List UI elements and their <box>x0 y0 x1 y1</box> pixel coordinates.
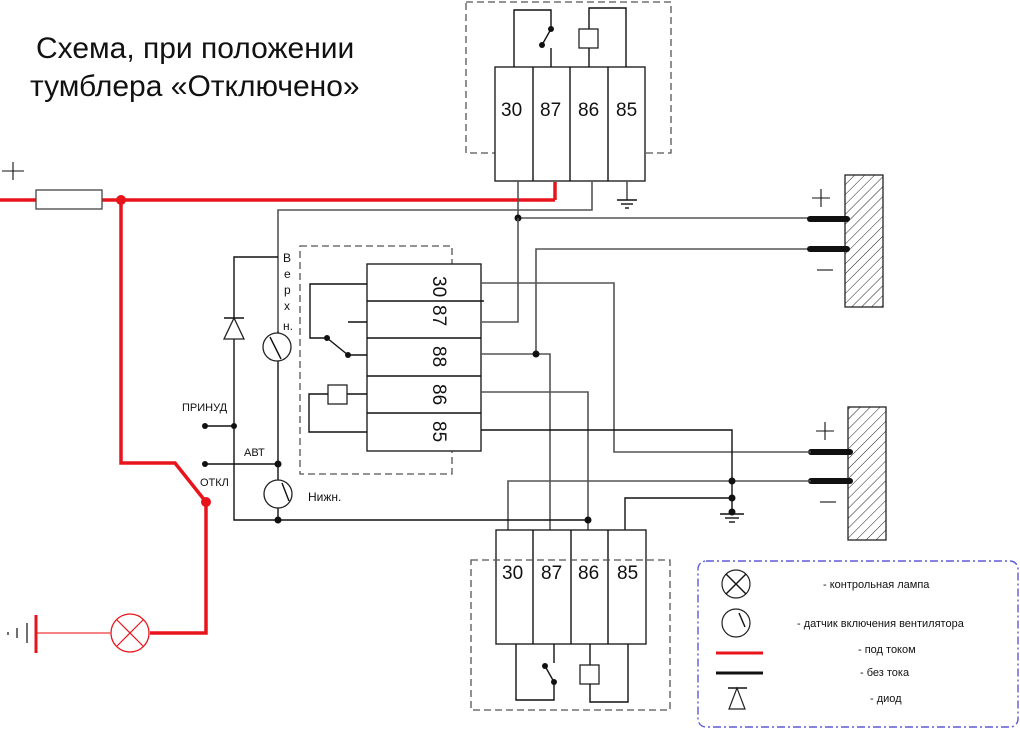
wire-mid-86 <box>481 391 589 530</box>
legend-text-sensor: - датчик включения вентилятора <box>797 618 965 630</box>
lower-sensor-label: Нижн. <box>308 490 341 504</box>
ground-icon-mid <box>720 513 744 523</box>
wire-fan2-minus <box>507 480 811 530</box>
relay-top-pin-30: 30 <box>501 100 522 121</box>
legend-box <box>697 560 1019 728</box>
wire-diode-loop <box>233 256 588 521</box>
junction <box>532 350 540 358</box>
upper-sensor-label-5: н. <box>283 319 293 333</box>
diode-icon <box>222 316 246 340</box>
relay-middle-pin-86: 86 <box>428 384 449 405</box>
plus-sign-supply <box>2 162 24 180</box>
title-line-2: тумблера «Отключено» <box>30 70 360 103</box>
upper-sensor-label-3: р <box>284 283 291 297</box>
relay-bottom <box>495 529 647 703</box>
upper-sensor-label-1: В <box>283 251 291 265</box>
upper-sensor-label-2: е <box>284 267 291 281</box>
junction <box>231 423 237 429</box>
relay-middle <box>308 263 484 452</box>
wire-mid-85-ground <box>481 429 733 515</box>
junction <box>274 460 282 468</box>
fan-sensor-lower-icon <box>263 479 293 509</box>
wire-mid-87 <box>482 218 519 323</box>
wire-bottom-85-ground <box>624 497 732 530</box>
junction <box>274 516 282 524</box>
relay-middle-pin-87: 87 <box>428 305 449 326</box>
relay-bottom-pin-85: 85 <box>617 563 638 584</box>
fan-1-plus-sign <box>812 189 830 207</box>
ground-icon-top <box>617 199 637 209</box>
junction <box>728 477 736 485</box>
control-lamp-icon <box>110 613 150 653</box>
fan-motor-2 <box>847 406 887 541</box>
relay-bottom-enclosure <box>470 559 671 711</box>
legend-diode-icon <box>728 686 747 710</box>
fan-sensor-upper-icon <box>262 332 292 362</box>
relay-middle-pin-30: 30 <box>428 276 449 297</box>
legend-fan-sensor-icon <box>721 608 751 638</box>
wire-fan1-minus <box>535 248 810 354</box>
relay-bottom-pin-30: 30 <box>502 563 523 584</box>
upper-sensor-label-4: х <box>284 299 290 313</box>
legend-text-live: - под током <box>858 644 916 656</box>
wire-mid-88 <box>481 353 551 530</box>
relay-top-pin-87: 87 <box>540 100 561 121</box>
legend-text-diode: - диод <box>870 693 902 705</box>
relay-bottom-pin-87: 87 <box>541 563 562 584</box>
fan-motor-1 <box>844 174 884 308</box>
relay-middle-pin-88: 88 <box>428 346 449 367</box>
switch-label-forced: ПРИНУД <box>182 402 228 414</box>
switch-pivot <box>201 497 211 507</box>
fan-2-plus-sign <box>816 422 834 440</box>
switch-label-auto: АВТ <box>244 447 265 459</box>
contact-dot <box>202 423 208 429</box>
contact-dot <box>202 461 208 467</box>
fuse <box>35 189 103 210</box>
title-line-1: Схема, при положении <box>36 32 354 65</box>
switch-label-off: ОТКЛ <box>200 477 229 489</box>
relay-bottom-pin-86: 86 <box>578 563 599 584</box>
legend-text-lamp: - контрольная лампа <box>823 579 930 591</box>
relay-middle-pin-85: 85 <box>428 421 449 442</box>
wire-top-86 <box>277 181 593 331</box>
relay-top-enclosure <box>465 1 672 154</box>
relay-top-pin-85: 85 <box>616 100 637 121</box>
wire-mid-30-fan2-plus <box>481 282 811 453</box>
live-switch-wire <box>119 200 208 635</box>
relay-top <box>494 7 646 182</box>
relay-top-pin-86: 86 <box>578 100 599 121</box>
junction <box>728 494 736 502</box>
legend-lamp-icon <box>721 569 751 599</box>
legend-text-dead: - без тока <box>860 667 910 679</box>
